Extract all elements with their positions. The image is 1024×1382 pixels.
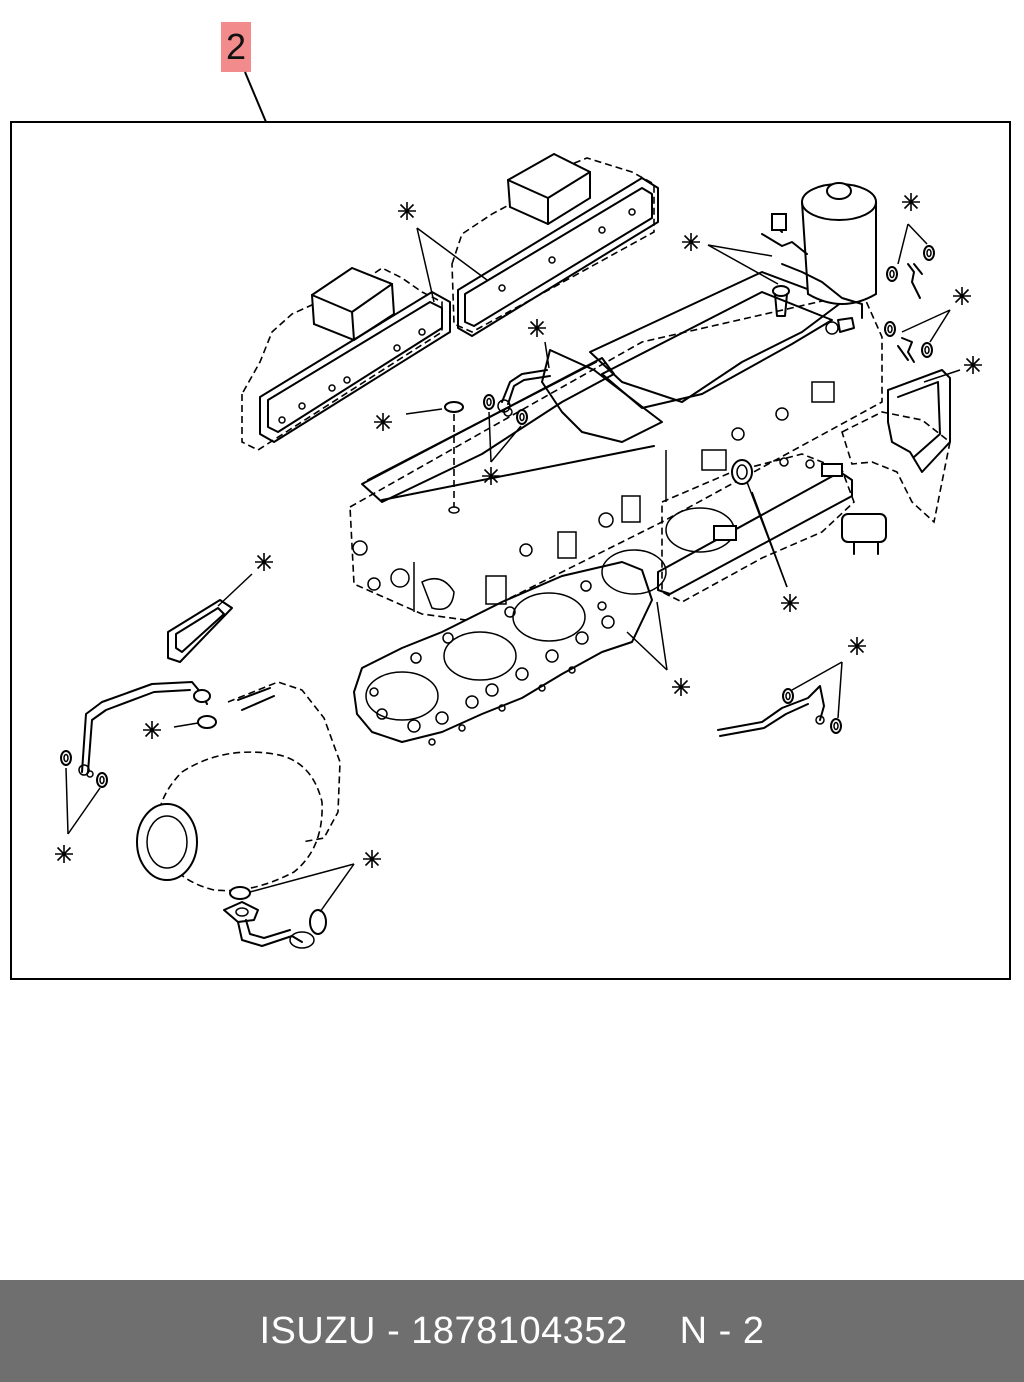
- head-plug-callout: [373, 401, 464, 514]
- rocker-cover-rear: [451, 152, 659, 337]
- callout-number-badge[interactable]: 2: [221, 22, 251, 72]
- asterisk-marker: [681, 232, 701, 252]
- asterisk-marker: [780, 593, 800, 613]
- rocker-cover-front: [241, 266, 451, 451]
- asterisk-marker: [901, 192, 921, 212]
- asterisk-marker: [847, 636, 867, 656]
- asterisk-marker: [963, 355, 983, 375]
- asterisk-marker: [671, 677, 691, 697]
- page-reference: N - 2: [679, 1309, 765, 1352]
- part-number: 1878104352: [411, 1309, 628, 1352]
- asterisk-marker: [362, 849, 382, 869]
- asterisk-marker: [397, 201, 417, 221]
- intake-manifold: [657, 453, 855, 613]
- callout-leader-line: [244, 71, 267, 123]
- asterisk-marker: [254, 552, 274, 572]
- brand-label: ISUZU: [259, 1309, 376, 1352]
- cylinder-head: [349, 271, 883, 621]
- oil-pipe-upper: [481, 318, 551, 486]
- separator: -: [387, 1309, 401, 1352]
- exhaust-manifold: [841, 355, 983, 555]
- oil-filter-assembly: [681, 182, 972, 363]
- asterisk-marker: [142, 720, 162, 740]
- cylinder-head-gasket: [353, 549, 691, 746]
- footer-part-info-bar: ISUZU - 1878104352 N - 2: [0, 1280, 1024, 1382]
- asterisk-marker: [54, 844, 74, 864]
- rocker-cover-callout: [397, 201, 488, 303]
- oil-pipe-lower: [717, 636, 867, 737]
- asterisk-marker: [481, 466, 501, 486]
- turbocharger: [54, 681, 382, 949]
- asterisk-marker: [952, 286, 972, 306]
- exploded-parts-diagram: [10, 121, 1011, 980]
- asterisk-marker: [527, 318, 547, 338]
- gasket-kit-illustration: [54, 152, 983, 949]
- asterisk-marker: [373, 412, 393, 432]
- small-flange-gasket: [167, 552, 274, 663]
